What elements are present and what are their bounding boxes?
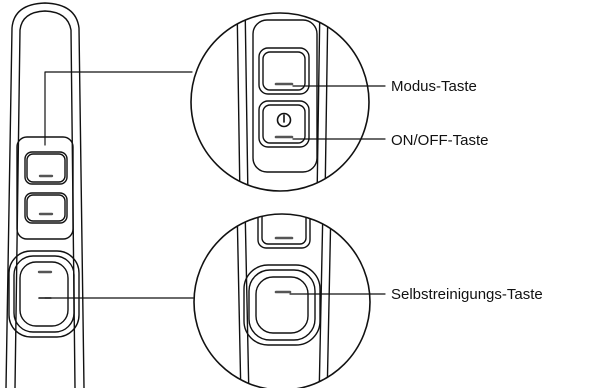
- appliance-handle: [5, 2, 85, 388]
- power-icon: [276, 112, 292, 128]
- label-mode-button: Modus-Taste: [391, 78, 477, 95]
- leader-lines: [44, 71, 386, 299]
- zoom-callout-bottom: [193, 213, 371, 388]
- self-cleaning-button-small[interactable]: [8, 250, 80, 338]
- zoom-callout-top: [190, 12, 370, 192]
- mode-button-small[interactable]: [24, 151, 68, 185]
- power-button-small[interactable]: [24, 192, 68, 224]
- label-self-cleaning-button: Selbstreinigungs-Taste: [391, 286, 543, 303]
- label-power-button: ON/OFF-Taste: [391, 132, 489, 149]
